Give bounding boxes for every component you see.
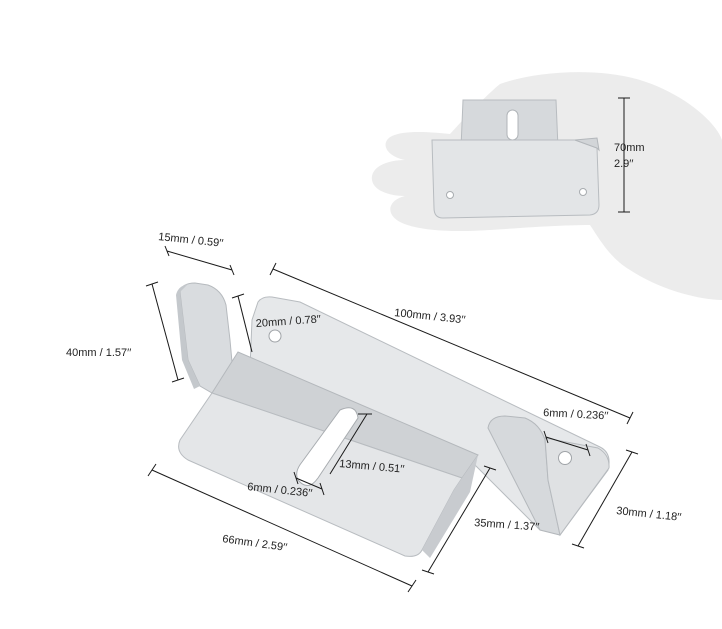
dim-tick-step-height-a <box>483 465 497 471</box>
front-plate-edge <box>422 455 478 558</box>
dim-line-length <box>272 268 631 419</box>
label-slot-length: 13mm / 0.51′′ <box>339 458 405 476</box>
dim-tick-tab-height-b <box>171 377 185 383</box>
dim-line-step-height <box>427 467 491 573</box>
label-step-height: 35mm / 1.37′′ <box>474 517 540 534</box>
dim-line-side-height <box>577 451 633 547</box>
dim-tick-base-width-b <box>407 579 417 593</box>
right-ear-hole <box>558 451 572 465</box>
small-bracket-hole-right <box>579 188 587 196</box>
dimension-hole-diameter-right: 6mm / 0.236′′ <box>543 407 609 457</box>
label-hole-offset: 20mm / 0.78′′ <box>255 313 321 330</box>
center-slot <box>296 407 359 486</box>
dim-tick-base-width-a <box>147 463 157 477</box>
dim-tick-length-b <box>626 411 634 425</box>
rear-plate-hole <box>268 329 282 343</box>
dim-line-tab-height <box>151 283 179 381</box>
dim-line-tab-width <box>166 250 233 271</box>
dim-line-hole-right <box>545 436 589 451</box>
dim-line-base-width <box>151 469 413 587</box>
dimension-tab-width: 15mm / 0.59′′ <box>158 231 235 276</box>
label-tab-height: 40mm / 1.57′′ <box>66 347 131 359</box>
dim-tick-length-a <box>269 262 277 276</box>
dim-tick-slot-width-a <box>293 471 299 485</box>
dim-tick-hole-right-b <box>585 443 591 457</box>
dim-tick-slot-width-b <box>319 482 325 496</box>
dim-tick-tab-width-a <box>164 245 170 257</box>
left-tab-edge <box>176 284 200 389</box>
dimension-hole-offset: 20mm / 0.78′′ <box>231 293 321 353</box>
small-bracket-hole-left <box>446 191 454 199</box>
dim-tick-hole-right-a <box>543 430 549 444</box>
large-bracket-illustration <box>176 282 610 558</box>
dim-line-hole-offset <box>237 295 253 353</box>
dimension-slot-length: 13mm / 0.51′′ <box>329 413 405 476</box>
dim-line-slot-length <box>329 413 368 475</box>
dim-tick-tab-height-a <box>145 281 159 287</box>
dim-tick-step-height-b <box>421 569 435 575</box>
dim-tick-tab-width-b <box>229 264 235 276</box>
small-bracket-illustration <box>431 99 600 219</box>
dim-tick-side-height-a <box>625 449 639 455</box>
label-side-height: 30mm / 1.18′′ <box>616 505 682 524</box>
dimension-tab-height: 40mm / 1.57′′ <box>66 281 185 383</box>
label-height-small: 70mm <box>614 142 645 154</box>
label-hole-diameter-right: 6mm / 0.236′′ <box>543 407 609 422</box>
small-bracket-right-tab <box>574 137 600 152</box>
dim-tick-hole-offset-a <box>231 293 245 299</box>
dim-tick-side-height-b <box>571 543 585 549</box>
label-tab-width: 15mm / 0.59′′ <box>158 231 224 250</box>
small-bracket-base-plate <box>431 139 600 219</box>
small-bracket-slot <box>506 109 519 141</box>
dim-line-slot-width <box>295 477 323 490</box>
label-base-width: 66mm / 2.59′′ <box>222 533 288 554</box>
dimension-step-height: 35mm / 1.37′′ <box>421 465 540 575</box>
height-dimension-small: 70mm 2.9′′ <box>614 97 645 213</box>
label-height-small-in: 2.9′′ <box>614 158 633 170</box>
